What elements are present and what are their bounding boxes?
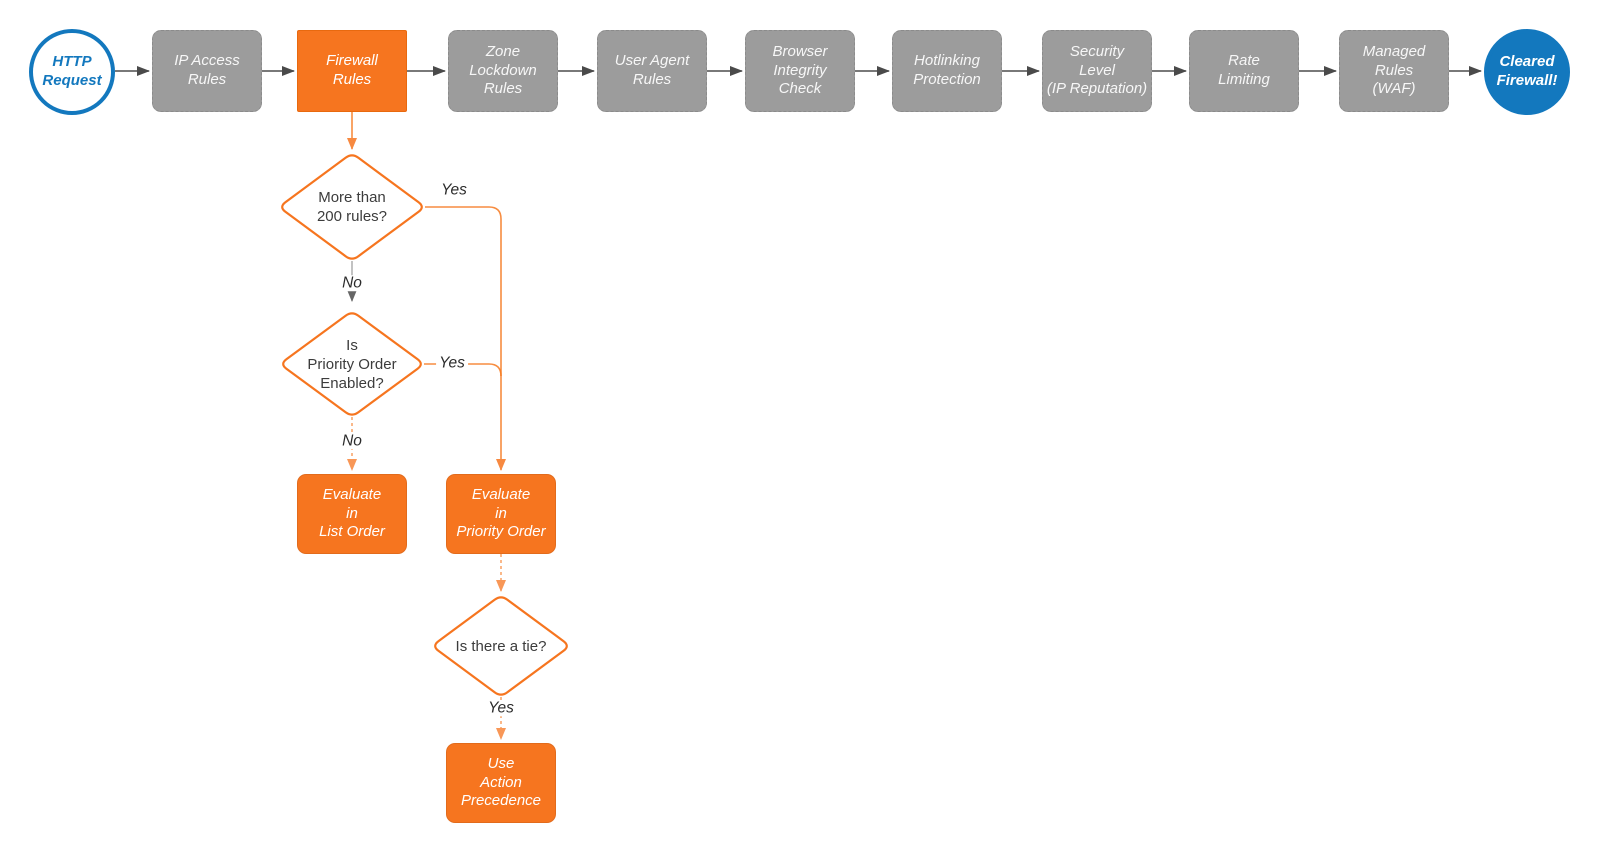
chain-node-browser-integrity-check: Browser Integrity Check <box>745 30 855 112</box>
chain-node-label: Hotlinking Protection <box>913 52 981 88</box>
edge-label-yes-2: Yes <box>436 355 468 371</box>
chain-node-user-agent-rules: User Agent Rules <box>597 30 707 112</box>
chain-node-rate-limiting: Rate Limiting <box>1189 30 1299 112</box>
chain-node-zone-lockdown-rules: Zone Lockdown Rules <box>448 30 558 112</box>
chain-node-label: User Agent Rules <box>614 52 690 88</box>
chain-node-label: Managed Rules (WAF) <box>1362 42 1426 98</box>
chain-node-label: Browser Integrity Check <box>772 42 828 98</box>
edge-label-yes-1: Yes <box>441 181 467 199</box>
arrow-yes-1-trunk-to-priority-order <box>425 206 506 471</box>
chain-node-firewall-rules: Firewall Rules <box>297 30 407 112</box>
chain-node-label: Security Level (IP Reputation) <box>1046 42 1148 98</box>
edge-label-no-1: No <box>339 275 365 291</box>
process-use-action-precedence: Use Action Precedence <box>446 743 556 823</box>
decision-diamond-priority-order-enabled <box>282 312 422 416</box>
process-label: Evaluate in List Order <box>319 485 385 541</box>
arrow-yes-2-merge <box>424 363 502 377</box>
chain-node-security-level: Security Level (IP Reputation) <box>1042 30 1152 112</box>
start-node-http-request: HTTP Request <box>29 29 115 115</box>
end-node-cleared-firewall: Cleared Firewall! <box>1484 29 1570 115</box>
process-evaluate-in-list-order: Evaluate in List Order <box>297 474 407 554</box>
decision-label-is-there-a-tie: Is there a tie? <box>455 638 547 655</box>
start-node-label: HTTP Request <box>42 53 102 89</box>
chain-node-label: Firewall Rules <box>326 52 378 88</box>
chain-node-label: Rate Limiting <box>1218 52 1270 88</box>
chain-node-managed-rules-waf: Managed Rules (WAF) <box>1339 30 1449 112</box>
decision-diamond-more-than-200-rules <box>281 154 423 260</box>
end-node-label: Cleared Firewall! <box>1496 53 1558 89</box>
decision-diamond-is-there-a-tie <box>434 596 568 696</box>
process-evaluate-in-priority-order: Evaluate in Priority Order <box>446 474 556 554</box>
process-label: Evaluate in Priority Order <box>456 485 546 541</box>
decision-label-more-than-200-rules: More than 200 rules? <box>316 189 388 226</box>
edge-label-no-2: No <box>339 433 365 449</box>
chain-node-ip-access-rules: IP Access Rules <box>152 30 262 112</box>
decision-label-priority-order-enabled: Is Priority Order Enabled? <box>307 337 397 393</box>
chain-node-label: IP Access Rules <box>174 52 240 88</box>
edge-label-yes-3: Yes <box>485 700 517 716</box>
chain-node-hotlinking-protection: Hotlinking Protection <box>892 30 1002 112</box>
chain-node-label: Zone Lockdown Rules <box>469 42 537 98</box>
process-label: Use Action Precedence <box>460 754 542 810</box>
